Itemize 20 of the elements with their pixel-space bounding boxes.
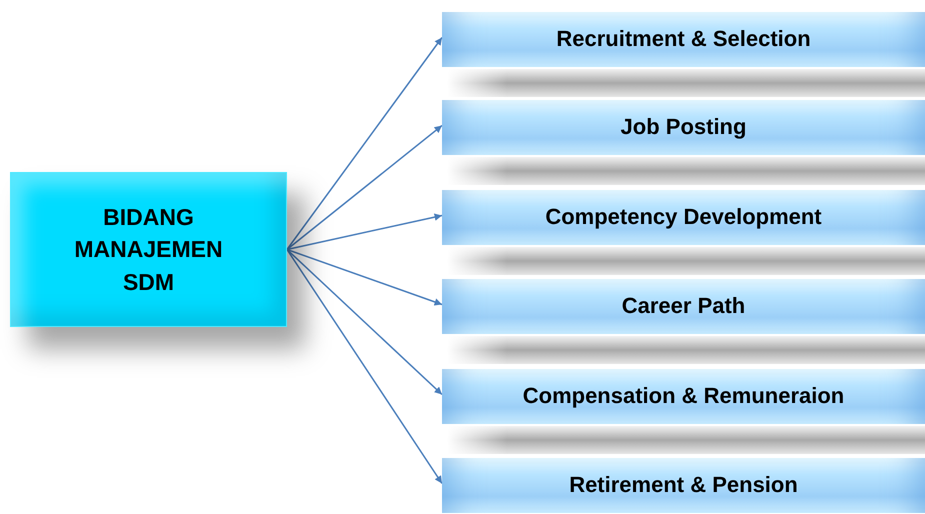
topic-box — [442, 190, 925, 245]
topic-box — [442, 279, 925, 334]
topic-box — [442, 12, 925, 67]
topic-box — [442, 369, 925, 424]
node-label: Job Posting — [620, 113, 746, 142]
node-label: BIDANG MANAJEMEN SDM — [73, 203, 224, 297]
arrow — [286, 248, 443, 396]
arrow — [286, 124, 442, 250]
node-label: Competency Development — [545, 203, 822, 232]
arrow — [286, 248, 442, 306]
arrow — [286, 213, 442, 250]
node-label: Compensation & Remuneraion — [522, 382, 844, 410]
node-label: Career Path — [622, 292, 746, 320]
topic-box — [442, 100, 925, 155]
main-box — [10, 172, 287, 327]
topic-box — [442, 458, 925, 513]
arrow — [286, 37, 443, 250]
node-label: Retirement & Pension — [569, 471, 798, 500]
node-label: Recruitment & Selection — [556, 25, 811, 54]
arrow — [286, 249, 443, 484]
